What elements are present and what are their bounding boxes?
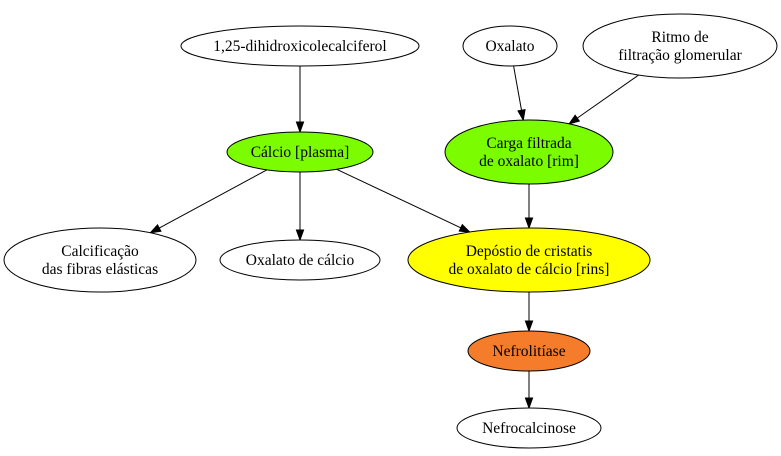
node-label-line: Nefrolitíase (492, 343, 565, 360)
arrowhead-icon (149, 223, 162, 234)
edge-calcio-plasma-to-calcificacao-das-fibras-elasticas (149, 169, 268, 234)
nodes-layer: 1,25-dihidroxicolecalciferol Oxalato Ritmo… (3, 13, 778, 449)
node-label-line: de oxalato de cálcio [rins] (449, 261, 610, 278)
node-label-line: Carga filtrada (486, 135, 571, 152)
arrowhead-icon (524, 397, 534, 410)
node-ellipse (456, 407, 602, 449)
node-label-line: Nefrocalcinose (482, 420, 576, 437)
node-label-line: 1,25-dihidroxicolecalciferol (213, 38, 386, 55)
edge-line (513, 65, 523, 111)
node-label-line: Depóstio de cristatis (466, 243, 593, 260)
edge-ritmo-de-filtracao-glomerular-to-carga-filtrada-de-oxalato-rim (567, 74, 640, 125)
node-label-line: Cálcio [plasma] (251, 144, 350, 161)
node-1-25-dihidroxicolecalciferol: 1,25-dihidroxicolecalciferol (180, 25, 420, 67)
node-nefrocalcinose: Nefrocalcinose (456, 407, 602, 449)
arrowhead-icon (517, 108, 526, 122)
node-label-line: Oxalato de cálcio (246, 252, 355, 269)
edges-layer (149, 65, 640, 410)
node-label-line: das fibras elásticas (42, 261, 158, 278)
node-ellipse (226, 131, 374, 173)
node-oxalato: Oxalato (462, 25, 558, 67)
edge-calcio-plasma-to-depostio-de-cristatis-de-oxalato-de-calcio-rins (336, 168, 472, 233)
arrowhead-icon (524, 320, 534, 333)
arrowhead-icon (567, 114, 581, 125)
edge-line (158, 169, 268, 229)
edge-1-25-dihidroxicolecalciferol-to-calcio-plasma (295, 66, 305, 134)
node-nefrolitiase: Nefrolitíase (467, 330, 591, 372)
arrowhead-icon (295, 121, 305, 134)
arrowhead-icon (458, 223, 472, 233)
arrowhead-icon (524, 217, 534, 230)
node-ellipse (462, 25, 558, 67)
node-label-line: Oxalato (485, 38, 534, 55)
edge-nefrolitiase-to-nefrocalcinose (524, 371, 534, 410)
node-label-line: Calcificação (61, 243, 139, 260)
edge-line (576, 74, 640, 119)
node-ellipse (219, 239, 381, 281)
edge-oxalato-to-carga-filtrada-de-oxalato-rim (513, 65, 526, 122)
node-ellipse (407, 227, 651, 293)
edge-depostio-de-cristatis-de-oxalato-de-calcio-rins-to-nefrolitiase (524, 292, 534, 333)
node-label-line: de oxalato [rim] (479, 153, 579, 170)
node-ellipse (582, 13, 778, 79)
node-label-line: filtração glomerular (618, 47, 742, 64)
node-calcio-plasma: Cálcio [plasma] (226, 131, 374, 173)
node-oxalato-de-calcio: Oxalato de cálcio (219, 239, 381, 281)
edge-line (336, 168, 461, 229)
node-ellipse (180, 25, 420, 67)
edge-carga-filtrada-de-oxalato-rim-to-depostio-de-cristatis-de-oxalato-de-calcio-rins (524, 184, 534, 230)
node-label-line: Ritmo de (651, 29, 708, 46)
edge-calcio-plasma-to-oxalato-de-calcio (295, 172, 305, 242)
node-ellipse (467, 330, 591, 372)
arrowhead-icon (295, 229, 305, 242)
node-ellipse (3, 227, 197, 293)
node-ellipse (444, 119, 614, 185)
